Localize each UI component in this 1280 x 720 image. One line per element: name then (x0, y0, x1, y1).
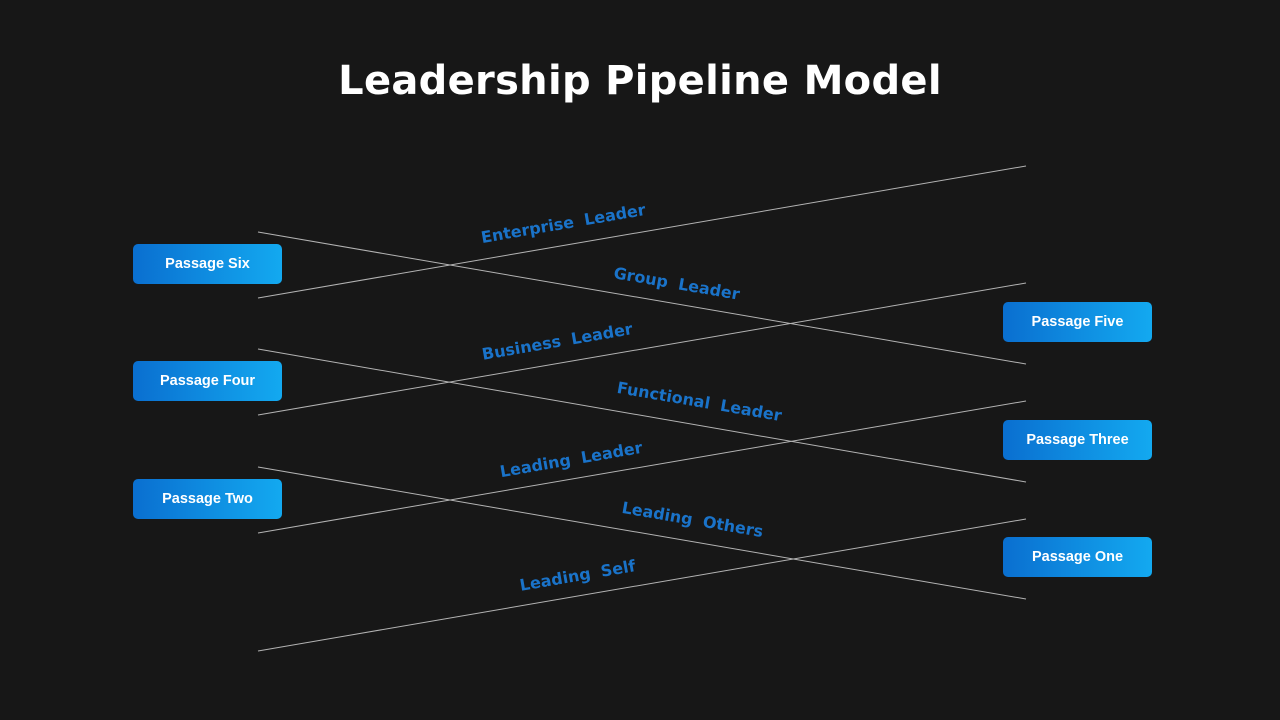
passage-three-box: Passage Three (1003, 420, 1152, 460)
pipeline-line-falling-3 (257, 466, 1027, 600)
passage-four-box: Passage Four (133, 361, 282, 401)
passage-six-box: Passage Six (133, 244, 282, 284)
pipeline-line-rising-4 (257, 518, 1027, 652)
pipeline-line-rising-3 (257, 400, 1027, 534)
passage-one-box: Passage One (1003, 537, 1152, 577)
pipeline-line-falling-1 (257, 231, 1027, 365)
passage-five-box: Passage Five (1003, 302, 1152, 342)
passage-two-box: Passage Two (133, 479, 282, 519)
pipeline-line-falling-2 (257, 348, 1027, 483)
pipeline-line-rising-1 (257, 165, 1027, 299)
page-title: Leadership Pipeline Model (338, 58, 942, 104)
pipeline-line-rising-2 (257, 282, 1027, 416)
